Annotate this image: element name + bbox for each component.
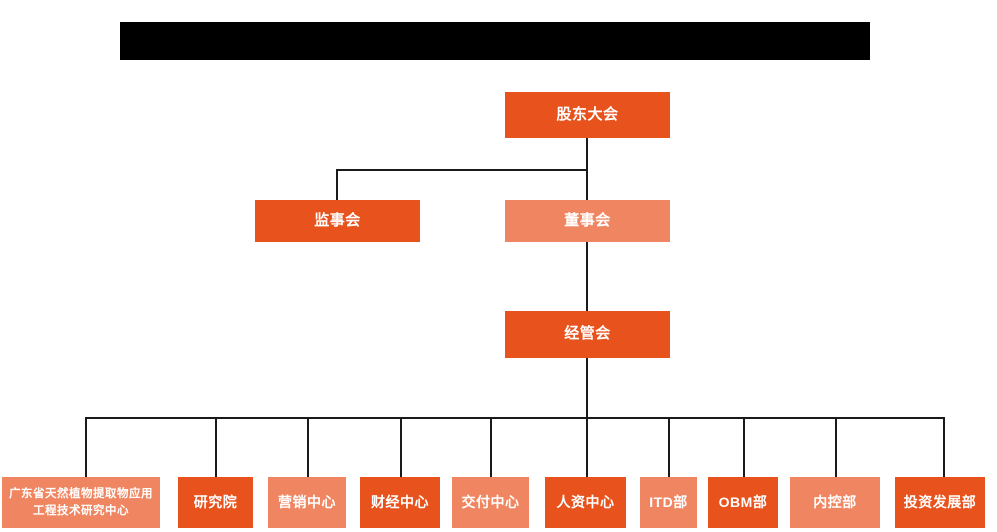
node-marketing[interactable]: 营销中心	[268, 477, 346, 528]
connector-drop-obm	[743, 417, 745, 477]
connector-drop-hr	[586, 417, 588, 477]
node-institute[interactable]: 研究院	[178, 477, 253, 528]
node-management[interactable]: 经管会	[505, 311, 670, 358]
connector-drop-delivery	[490, 417, 492, 477]
node-internal-control[interactable]: 内控部	[790, 477, 880, 528]
connector-shareholders-trunk	[586, 138, 588, 220]
connector-department-bus	[85, 417, 944, 419]
connector-drop-finance	[400, 417, 402, 477]
connector-board-management	[586, 242, 588, 312]
node-finance[interactable]: 财经中心	[360, 477, 440, 528]
node-research-center[interactable]: 广东省天然植物提取物应用工程技术研究中心	[2, 477, 160, 528]
node-delivery[interactable]: 交付中心	[452, 477, 529, 528]
redacted-title-bar	[120, 22, 870, 60]
connector-drop-internal-control	[835, 417, 837, 477]
connector-shareholders-supervisors-bus	[336, 169, 588, 171]
node-obm[interactable]: OBM部	[708, 477, 778, 528]
connector-drop-institute	[215, 417, 217, 477]
node-board[interactable]: 董事会	[505, 200, 670, 242]
connector-drop-research-center	[85, 417, 87, 477]
connector-drop-itd	[668, 417, 670, 477]
node-investment[interactable]: 投资发展部	[895, 477, 985, 528]
node-hr[interactable]: 人资中心	[545, 477, 626, 528]
connector-drop-marketing	[307, 417, 309, 477]
node-itd[interactable]: ITD部	[640, 477, 697, 528]
connector-drop-investment	[943, 417, 945, 477]
connector-management-trunk	[586, 358, 588, 418]
node-shareholders[interactable]: 股东大会	[505, 92, 670, 138]
node-supervisors[interactable]: 监事会	[255, 200, 420, 242]
connector-drop-supervisors	[336, 169, 338, 200]
